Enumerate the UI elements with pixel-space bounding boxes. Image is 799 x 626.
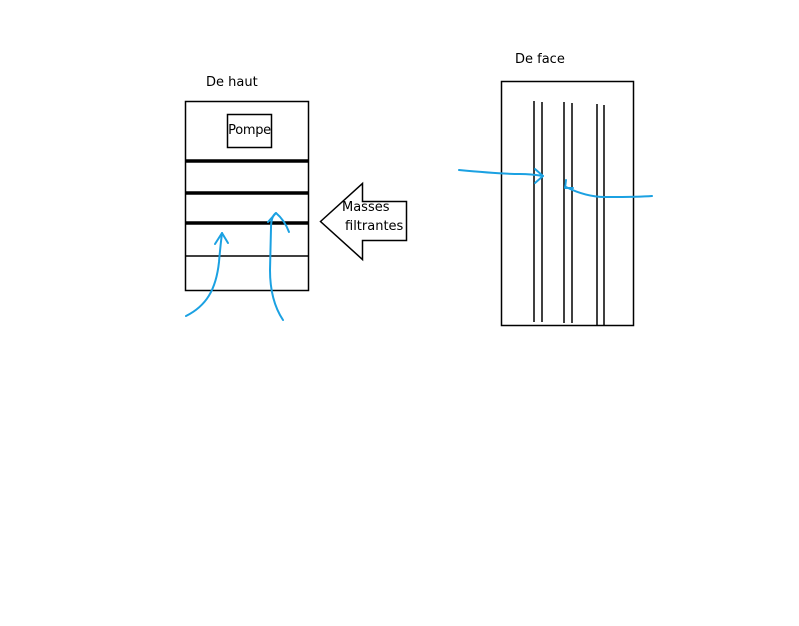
pump-label: Pompe [228, 123, 271, 138]
water-flow-arrowhead-front-right [564, 179, 574, 189]
water-flow-arrow-front-right [565, 186, 653, 199]
front-view [458, 80, 653, 327]
filter-media-pointer-arrow [319, 181, 408, 262]
pump-box [226, 113, 273, 149]
filter-box-top-outline [184, 100, 310, 292]
filter-media-label-line2: filtrantes [345, 219, 404, 234]
water-flow-arrowhead-right [267, 212, 290, 233]
filter-box-front-outline [500, 80, 635, 327]
water-flow-arrow-front-left [458, 169, 544, 177]
top-view-title: De haut [206, 75, 258, 90]
top-view [184, 100, 310, 321]
water-flow-arrowhead-left [214, 232, 229, 245]
water-flow-arrowhead-front-left [534, 168, 544, 184]
filter-media-label-line1: Masses [342, 200, 390, 215]
water-flow-arrow-right [268, 212, 284, 321]
front-view-title: De face [515, 52, 565, 67]
water-flow-arrow-left [185, 232, 223, 317]
